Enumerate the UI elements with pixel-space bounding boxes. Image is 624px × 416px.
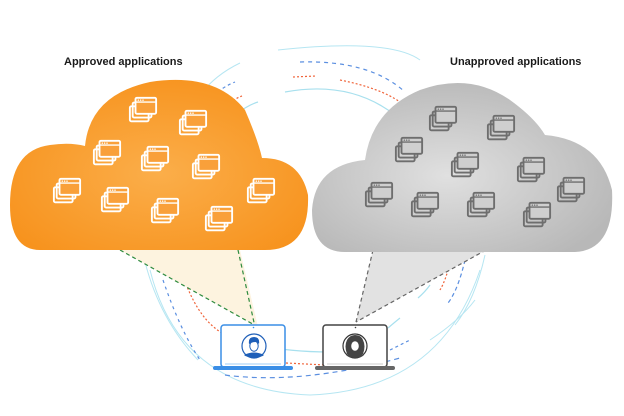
arc-right-mid [417, 284, 431, 299]
dash-blue-right-bottom [389, 339, 411, 351]
unapproved-user-laptop [315, 324, 395, 370]
approved-applications-label: Approved applications [64, 56, 183, 68]
approved-beam [119, 249, 259, 328]
dash-orange-top [292, 75, 317, 78]
arc-bottom-outer [149, 269, 481, 396]
arc-right-lower [454, 254, 486, 326]
unapproved-beam [355, 249, 487, 323]
unapproved-applications-label: Unapproved applications [450, 56, 582, 68]
dash-blue-top [299, 61, 406, 93]
male-user-avatar [241, 333, 267, 359]
arc-inner-top [284, 88, 396, 116]
dash-blue-bottom [224, 357, 401, 379]
dash-orange-right-lower [439, 261, 451, 291]
dash-orange-left-bottom [185, 283, 223, 334]
approved-user-laptop [213, 324, 293, 370]
dash-orange-bottom [285, 362, 326, 366]
arc-outer-top [277, 45, 421, 61]
arc-left-lower [144, 261, 199, 361]
dash-orange-right [339, 79, 401, 103]
dash-blue-right-lower [447, 259, 466, 304]
approved-applications-cloud [10, 79, 309, 251]
arc-right-bottom [429, 299, 476, 341]
female-user-avatar [342, 333, 368, 359]
arc-right-near-laptop [387, 317, 401, 329]
